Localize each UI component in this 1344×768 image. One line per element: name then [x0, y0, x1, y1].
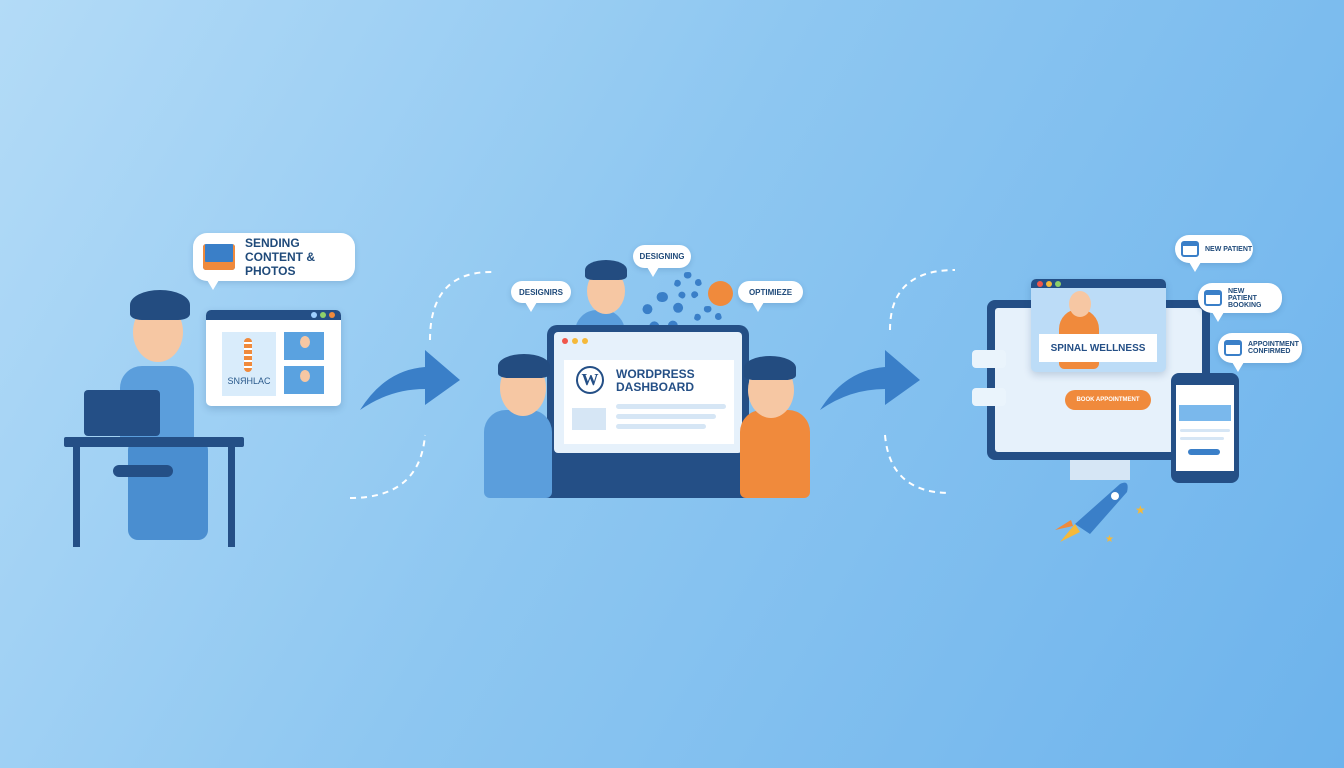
photo-thumbnail	[284, 332, 324, 360]
speech-bubble-designers: DESIGNIRS	[511, 281, 571, 312]
flow-arrow-1	[360, 350, 460, 410]
laptop	[84, 390, 160, 436]
calendar-icon	[1181, 241, 1199, 257]
dashboard-title: WORDPRESS DASHBOARD	[616, 367, 695, 394]
speech-bubble-sending: SENDING CONTENT & PHOTOS	[193, 233, 355, 290]
speech-bubble-designing: DESIGNING	[633, 245, 691, 277]
website-hero-window: SPINAL WELLNESS	[1031, 279, 1166, 372]
dashed-path-icon	[884, 269, 956, 494]
side-card	[972, 388, 1006, 406]
laptop-keyboard	[522, 458, 775, 498]
content-browser-window: SNЯHLAC	[206, 310, 341, 406]
laptop-screen: W WORDPRESS DASHBOARD	[547, 325, 749, 460]
notification-appointment-confirmed: APPOINTMENT CONFIRMED	[1218, 333, 1302, 372]
notification-new-booking: NEW PATIENT BOOKING	[1198, 283, 1282, 322]
monitor-stand	[1070, 460, 1130, 480]
desk	[64, 437, 244, 447]
flow-arrow-2	[820, 350, 920, 410]
mobile-phone	[1171, 373, 1239, 483]
site-title: SPINAL WELLNESS	[1039, 334, 1157, 362]
calendar-icon	[1224, 340, 1242, 356]
calendar-icon	[1204, 290, 1222, 306]
spine-icon	[244, 338, 252, 372]
rocket-icon: ★ ★	[1055, 482, 1146, 544]
book-appointment-button[interactable]: BOOK APPOINTMENT	[1065, 390, 1151, 410]
logo-image: SNЯHLAC	[222, 332, 276, 396]
optimize-badge-icon	[708, 281, 733, 306]
gear-icon	[674, 272, 702, 300]
dashed-path-icon	[349, 270, 496, 499]
svg-text:★: ★	[1105, 534, 1114, 544]
notification-new-patient: NEW PATIENT	[1175, 235, 1253, 272]
logo-text: SNЯHLAC	[227, 376, 271, 386]
svg-text:★: ★	[1135, 503, 1146, 517]
side-card	[972, 350, 1006, 368]
wordpress-logo-icon: W	[576, 366, 604, 394]
bubble-text: SENDING CONTENT & PHOTOS	[245, 236, 315, 278]
envelope-icon	[203, 244, 235, 270]
photo-thumbnail	[284, 366, 324, 394]
speech-bubble-optimize: OPTIMIEZE	[738, 281, 803, 312]
